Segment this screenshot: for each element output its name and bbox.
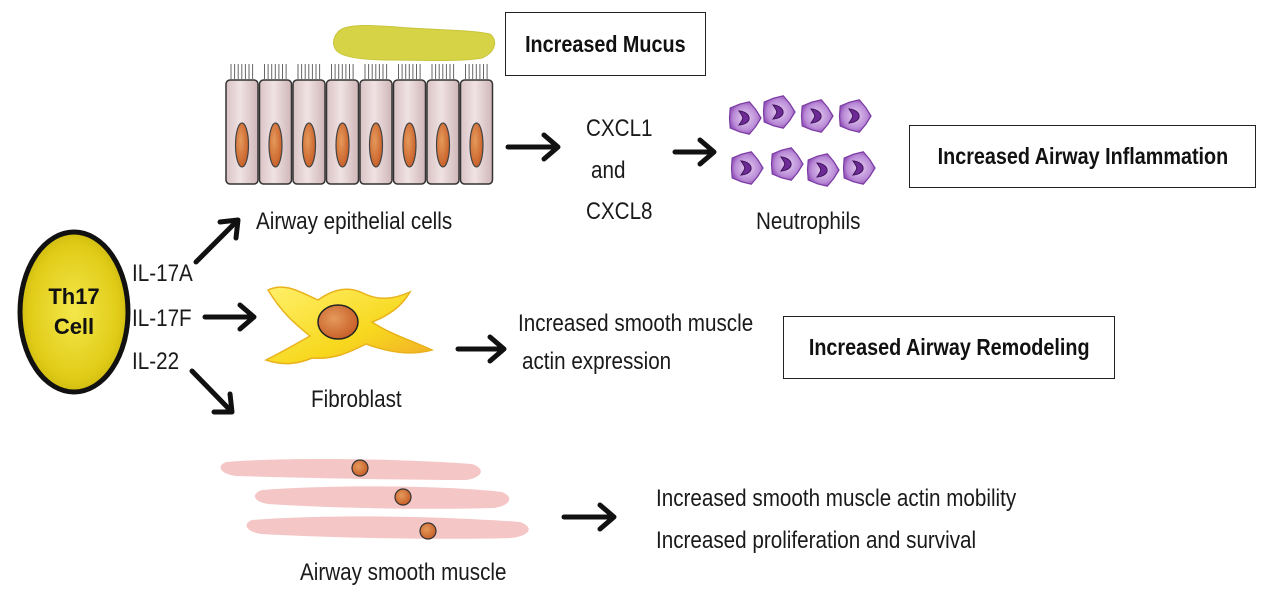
- airway-smooth-muscle: [220, 458, 529, 540]
- epithelial-cell: [225, 64, 259, 185]
- epithelial-cell: [292, 64, 326, 185]
- label-fibroblast: Fibroblast: [311, 386, 402, 413]
- chemokine-and: and: [591, 157, 626, 184]
- effect-actin-expression-line1: Increased smooth muscle: [518, 310, 754, 337]
- outcome-remodeling-text: Increased Airway Remodeling: [808, 334, 1090, 360]
- airway-epithelial-cells: [225, 64, 494, 185]
- outcome-inflammation-text: Increased Airway Inflammation: [937, 143, 1228, 169]
- th17-cell: [17, 229, 131, 395]
- outcome-box-mucus: Increased Mucus: [505, 12, 706, 76]
- neutrophil: [842, 151, 876, 185]
- epithelial-cell: [426, 64, 460, 185]
- neutrophil: [806, 153, 840, 187]
- effect-actin-expression-line2: actin expression: [522, 348, 672, 375]
- neutrophil: [730, 151, 764, 185]
- cytokine-il22: IL-22: [132, 348, 180, 375]
- neutrophil: [762, 95, 796, 129]
- arrow-epithelial-to-cxcl: [505, 132, 561, 162]
- mucus-blob: [333, 25, 496, 61]
- fibroblast-cell: [264, 286, 435, 365]
- neutrophil: [728, 101, 762, 135]
- arrow-cxcl-to-neutrophils: [672, 137, 717, 167]
- epithelial-cell: [459, 64, 494, 185]
- neutrophils: [728, 95, 876, 187]
- label-epithelial-cells: Airway epithelial cells: [256, 208, 453, 235]
- arrow-muscle-to-effects: [561, 502, 617, 532]
- outcome-mucus-text: Increased Mucus: [525, 30, 686, 57]
- epithelial-cell: [258, 64, 293, 185]
- cytokine-il17a: IL-17A: [132, 260, 193, 287]
- epithelial-cell: [392, 64, 427, 185]
- label-smooth-muscle: Airway smooth muscle: [300, 559, 507, 586]
- arrow-th17-to-smooth-muscle: [189, 368, 235, 415]
- cytokine-il17f: IL-17F: [132, 305, 192, 332]
- arrow-th17-to-fibroblast: [202, 302, 257, 332]
- neutrophil: [838, 99, 872, 133]
- arrow-th17-to-epithelial: [193, 217, 241, 265]
- outcome-box-remodeling: Increased Airway Remodeling: [783, 316, 1115, 379]
- th17-label-line1: Th17: [48, 284, 100, 309]
- th17-label-line2: Cell: [53, 314, 95, 339]
- epithelial-cell: [359, 64, 393, 185]
- outcome-box-inflammation: Increased Airway Inflammation: [909, 125, 1256, 188]
- neutrophil: [770, 147, 804, 181]
- epithelial-cell: [325, 64, 360, 185]
- effect-actin-mobility: Increased smooth muscle actin mobility: [656, 485, 1017, 512]
- neutrophil: [800, 99, 834, 133]
- effect-proliferation: Increased proliferation and survival: [656, 527, 977, 554]
- chemokine-cxcl1: CXCL1: [586, 115, 653, 142]
- label-neutrophils: Neutrophils: [756, 208, 861, 235]
- th17-cell-label: Th17 Cell: [20, 232, 128, 392]
- arrow-fibroblast-to-actin: [455, 334, 507, 364]
- chemokine-cxcl8: CXCL8: [586, 198, 653, 225]
